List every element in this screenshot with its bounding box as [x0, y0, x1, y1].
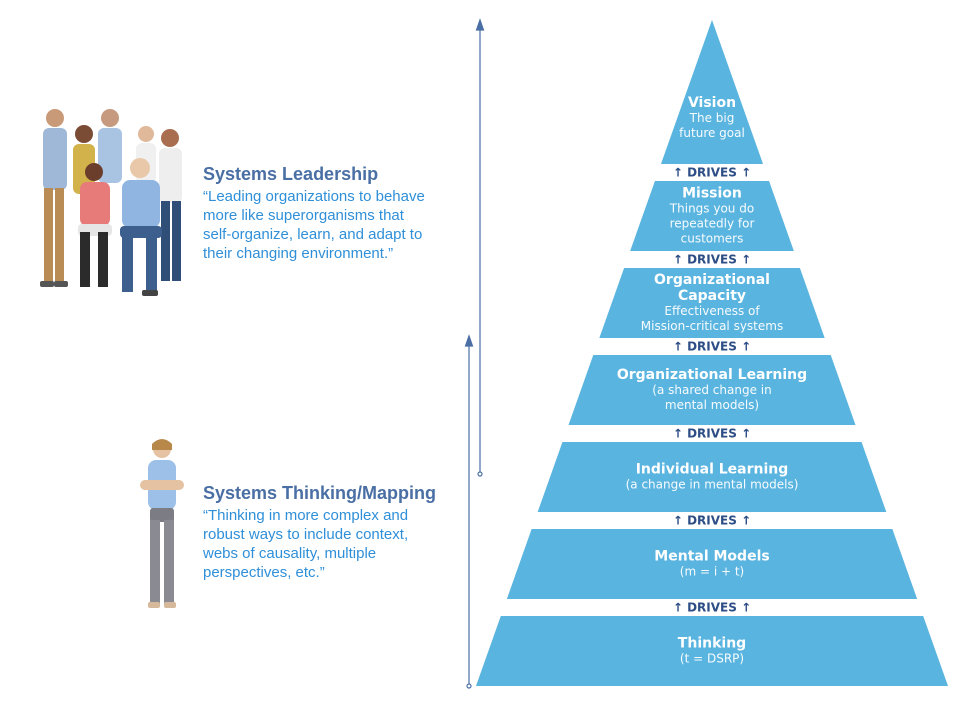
person-icon — [159, 129, 182, 281]
pyramid-band — [506, 529, 918, 599]
quote-line: perspectives, etc.” — [203, 564, 325, 581]
systems-thinking-quote: “Thinking in more complex and robust way… — [203, 506, 463, 582]
level-subtitle: (t = DSRP) — [680, 652, 744, 666]
drives-connector-label: ↑ DRIVES ↑ — [673, 514, 751, 528]
level-title: Thinking — [678, 636, 746, 652]
level-subtitle: Things you do — [669, 202, 754, 216]
person-icon — [40, 109, 68, 287]
level-title: Vision — [688, 95, 736, 111]
long-arrow — [475, 18, 485, 477]
long-arrow-tail-icon — [477, 471, 483, 477]
quote-line: “Leading organizations to behave — [203, 188, 425, 205]
level-subtitle: (a shared change in — [652, 383, 771, 397]
pyramid-band — [660, 20, 764, 164]
person-icon — [98, 109, 122, 183]
level-subtitle: Mission-critical systems — [641, 319, 783, 333]
group-of-people-photo — [40, 109, 182, 296]
pyramid-level-5: Individual Learning(a change in mental m… — [537, 442, 887, 512]
long-arrow-head-icon — [475, 18, 485, 31]
quote-line: “Thinking in more complex and — [203, 507, 409, 524]
systems-thinking-block: Systems Thinking/Mapping “Thinking in mo… — [203, 483, 463, 582]
short-arrow — [464, 334, 474, 689]
systems-thinking-heading: Systems Thinking/Mapping — [203, 483, 437, 503]
quote-line: their changing environment.” — [203, 245, 394, 262]
pyramid-level-7: Thinking(t = DSRP) — [476, 616, 948, 686]
level-subtitle: (m = i + t) — [680, 565, 744, 579]
drives-connector-label: ↑ DRIVES ↑ — [673, 253, 751, 267]
person-icon — [78, 163, 112, 287]
short-arrow-tail-icon — [466, 683, 472, 689]
person-icon — [73, 125, 95, 194]
pyramid-level-6: Mental Models(m = i + t) — [506, 529, 918, 599]
drives-connector-label: ↑ DRIVES ↑ — [673, 340, 751, 354]
systems-leadership-heading: Systems Leadership — [203, 164, 379, 184]
pyramid-band — [568, 355, 856, 425]
level-title: Mission — [682, 186, 742, 202]
quote-line: robust ways to include context, — [203, 526, 409, 543]
quote-line: more like superorganisms that — [203, 207, 404, 224]
level-title: Mental Models — [654, 549, 769, 565]
level-title: Individual Learning — [636, 462, 789, 478]
systems-leadership-block: Systems Leadership “Leading organization… — [203, 164, 463, 263]
pyramid-band — [630, 181, 794, 251]
pyramid-band — [476, 616, 948, 686]
level-subtitle: customers — [681, 232, 744, 246]
level-title: Capacity — [678, 288, 746, 304]
level-subtitle: (a change in mental models) — [626, 478, 799, 492]
level-subtitle: Effectiveness of — [664, 304, 760, 318]
woman-standing-photo — [140, 439, 184, 608]
level-subtitle: mental models) — [665, 398, 759, 412]
short-arrow-head-icon — [464, 334, 474, 347]
pyramid-band — [599, 268, 825, 338]
level-subtitle: repeatedly for — [670, 217, 755, 231]
level-subtitle: The big — [689, 111, 735, 125]
person-icon — [120, 158, 162, 296]
level-title: Organizational — [654, 272, 770, 288]
level-subtitle: future goal — [679, 126, 745, 140]
pyramid-level-4: Organizational Learning(a shared change … — [568, 355, 856, 425]
quote-line: self-organize, learn, and adapt to — [203, 226, 423, 243]
pyramid-band — [537, 442, 887, 512]
level-title: Organizational Learning — [617, 367, 807, 383]
drives-connector-label: ↑ DRIVES ↑ — [673, 427, 751, 441]
drives-connector-label: ↑ DRIVES ↑ — [673, 601, 751, 615]
systems-leadership-quote: “Leading organizations to behave more li… — [203, 187, 463, 263]
drives-connector-label: ↑ DRIVES ↑ — [673, 166, 751, 180]
quote-line: webs of causality, multiple — [203, 545, 377, 562]
